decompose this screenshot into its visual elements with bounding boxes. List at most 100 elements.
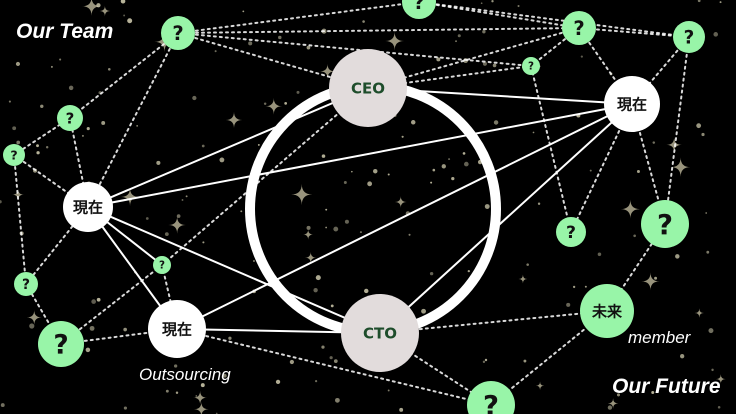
star-dot — [697, 0, 701, 3]
node-ceo[interactable]: CEO — [329, 49, 407, 127]
star-dot — [701, 132, 705, 137]
node-unknown-member[interactable]: ? — [38, 321, 84, 367]
star-dot — [275, 379, 281, 385]
node-unknown-member[interactable]: ? — [562, 11, 596, 45]
star-dot — [333, 226, 339, 232]
node-label: ? — [172, 22, 183, 45]
node-circle — [604, 76, 660, 132]
star-dot — [616, 393, 620, 397]
node-label: ? — [10, 148, 17, 163]
star-dot — [240, 210, 243, 213]
dotted-link — [418, 1, 690, 38]
node-current[interactable]: 現在 — [148, 300, 206, 358]
node-unknown-member[interactable]: ? — [402, 0, 436, 19]
star-dot — [91, 299, 96, 304]
node-future[interactable]: 未来 — [580, 284, 634, 338]
star-dot — [85, 347, 91, 353]
star-dot — [359, 231, 362, 234]
star-dot — [333, 359, 338, 363]
node-label: ? — [684, 28, 695, 49]
node-unknown-member[interactable]: ? — [673, 21, 705, 53]
node-unknown-member[interactable]: ? — [57, 105, 83, 131]
sparkle-icon — [194, 401, 209, 414]
dotted-link — [176, 328, 492, 406]
star-dot — [36, 151, 40, 155]
sparkle-icon — [26, 310, 42, 325]
node-unknown-member[interactable]: ? — [153, 256, 171, 274]
star-dot — [96, 297, 101, 302]
node-unknown-member[interactable]: ? — [161, 16, 195, 50]
star-dot — [523, 359, 527, 363]
node-unknown-member[interactable]: ? — [641, 200, 689, 248]
outsourcing-label: Outsourcing — [139, 365, 231, 384]
solid-link — [87, 206, 381, 334]
node-circle — [673, 21, 705, 53]
star-dot — [195, 395, 198, 397]
node-circle — [3, 144, 25, 166]
dotted-link — [177, 32, 532, 67]
star-dot — [284, 101, 288, 105]
star-dot — [192, 95, 197, 101]
sparkle-icon — [99, 5, 111, 17]
star-dot — [16, 140, 21, 145]
node-current[interactable]: 現在 — [604, 76, 660, 132]
sparkle-icon — [394, 195, 407, 208]
star-dot — [86, 127, 90, 131]
node-cto[interactable]: CTO — [341, 294, 419, 372]
node-circle — [153, 256, 171, 274]
node-label: ? — [159, 260, 165, 272]
star-dot — [164, 232, 169, 237]
star-dot — [228, 336, 232, 340]
star-dot — [202, 241, 205, 244]
node-unknown-member[interactable]: ? — [14, 272, 38, 296]
star-dot — [120, 0, 126, 4]
star-dot — [136, 125, 138, 127]
sparkle-icon — [641, 272, 660, 291]
node-circle — [148, 300, 206, 358]
star-dot — [696, 123, 702, 129]
node-unknown-member[interactable]: ? — [467, 381, 515, 414]
star-dot — [0, 403, 5, 407]
node-label: CEO — [351, 79, 385, 97]
sparkle-icon — [385, 31, 405, 51]
star-dot — [464, 161, 469, 167]
node-current[interactable]: 現在 — [63, 182, 113, 232]
star-dot — [289, 359, 294, 365]
star-dot — [493, 120, 499, 125]
node-unknown-member[interactable]: ? — [3, 144, 25, 166]
dotted-link — [177, 1, 420, 34]
sparkle-icon — [81, 0, 102, 16]
solid-link — [379, 103, 633, 334]
star-dot — [401, 135, 404, 138]
sparkle-icon — [518, 274, 528, 284]
star-dot — [313, 287, 318, 293]
star-dot — [315, 275, 321, 281]
star-dot — [717, 405, 721, 409]
star-dot — [351, 170, 353, 173]
star-dot — [176, 214, 181, 218]
dotted-link — [379, 310, 608, 334]
star-dot — [367, 181, 373, 187]
sparkle-icon — [715, 374, 726, 384]
star-dot — [462, 152, 466, 155]
star-dot — [654, 276, 658, 280]
dotted-link — [87, 32, 179, 208]
dotted-link — [161, 87, 369, 266]
node-label: ? — [413, 0, 424, 14]
node-unknown-member[interactable]: ? — [556, 217, 586, 247]
star-dot — [387, 173, 390, 176]
dotted-link — [25, 206, 89, 285]
star-dot — [492, 63, 497, 68]
star-dot — [706, 250, 710, 254]
node-unknown-member[interactable]: ? — [522, 57, 540, 75]
star-dot — [408, 233, 411, 236]
star-dot — [482, 61, 487, 66]
star-dot — [306, 45, 311, 50]
star-dot — [29, 323, 35, 329]
star-dot — [306, 225, 311, 230]
star-dot — [537, 202, 541, 205]
dotted-link — [530, 65, 572, 233]
star-dot — [257, 143, 260, 146]
